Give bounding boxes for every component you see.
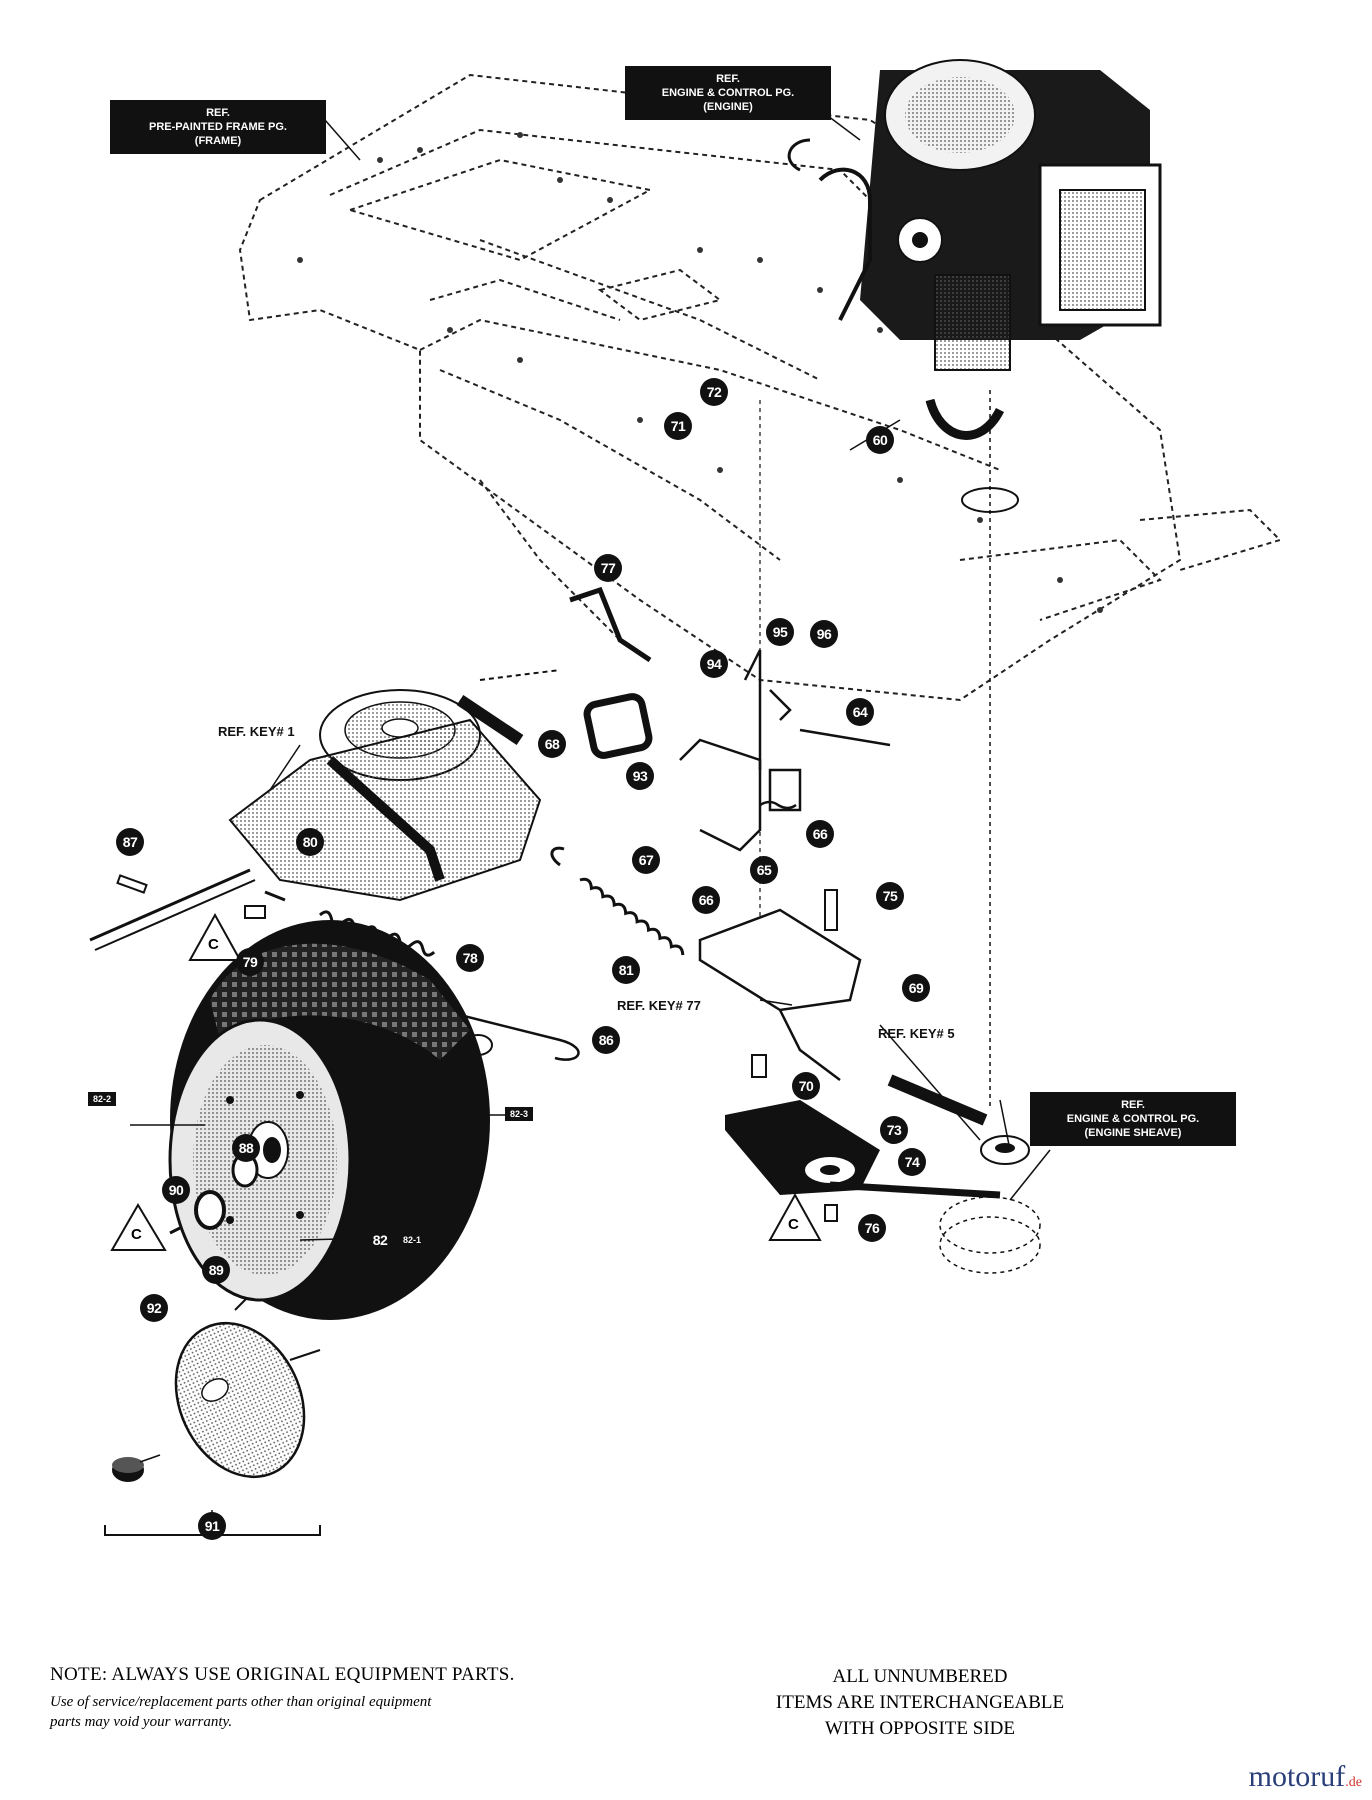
part-badge-69: 69 <box>902 974 930 1002</box>
part-badge-77: 77 <box>594 554 622 582</box>
part-badge-86: 86 <box>592 1026 620 1054</box>
bolts <box>244 889 838 1222</box>
interchangeable-line1: ALL UNNUMBERED <box>832 1666 1008 1687</box>
interchangeable-line3: WITH OPPOSITE SIDE <box>825 1718 1015 1739</box>
caution-letter: C <box>788 1216 799 1233</box>
part-badge-78: 78 <box>456 944 484 972</box>
caution-letter: C <box>131 1226 142 1243</box>
frame-holes <box>297 132 1103 613</box>
part-badge-71: 71 <box>664 412 692 440</box>
engine-drawing <box>787 59 1162 371</box>
engine-sheave-reference-box: REF. ENGINE & CONTROL PG. (ENGINE SHEAVE… <box>1030 1092 1236 1146</box>
part-badge-90: 90 <box>162 1176 190 1204</box>
part-badge-68: 68 <box>538 730 566 758</box>
spring-81-drawing <box>550 846 685 956</box>
ref-key-1-label: REF. KEY# 1 <box>218 724 295 739</box>
part-badge-89: 89 <box>202 1256 230 1284</box>
interchangeable-note: ALL UNNUMBERED ITEMS ARE INTERCHANGEABLE… <box>720 1664 1120 1742</box>
part-badge-79: 79 <box>236 948 264 976</box>
belt-5-drawing <box>887 1074 988 1126</box>
part-badge-92: 92 <box>140 1294 168 1322</box>
part-badge-66: 66 <box>806 820 834 848</box>
caution-letter: C <box>208 936 219 953</box>
frame-reference-box: REF. PRE-PAINTED FRAME PG. (FRAME) <box>110 100 326 154</box>
note-body-line1: Use of service/replacement parts other t… <box>50 1694 432 1710</box>
part-badge-81: 81 <box>612 956 640 984</box>
tag-82-3: 82-3 <box>505 1107 534 1121</box>
part-badge-76: 76 <box>858 1214 886 1242</box>
idler-bracket-69-drawing <box>698 908 862 1012</box>
watermark-main: motoruf <box>1248 1760 1346 1793</box>
note-heading: NOTE: ALWAYS USE ORIGINAL EQUIPMENT PART… <box>50 1664 515 1685</box>
part-badge-82: 82 <box>366 1226 394 1254</box>
part-badge-93: 93 <box>626 762 654 790</box>
watermark-logo: motoruf.de <box>1249 1760 1362 1794</box>
part-badge-74: 74 <box>898 1148 926 1176</box>
equipment-note: NOTE: ALWAYS USE ORIGINAL EQUIPMENT PART… <box>50 1664 690 1732</box>
part-badge-87: 87 <box>116 828 144 856</box>
tag-82-2: 82-2 <box>88 1092 117 1106</box>
caution-triangles <box>110 912 822 1251</box>
part-badge-65: 65 <box>750 856 778 884</box>
part-badge-72: 72 <box>700 378 728 406</box>
part-badge-64: 64 <box>846 698 874 726</box>
tire-drawing <box>168 920 490 1320</box>
rod-86-drawing <box>439 1008 580 1061</box>
part-badge-67: 67 <box>632 846 660 874</box>
lever-assembly-drawing <box>679 649 891 852</box>
part-badge-88: 88 <box>232 1134 260 1162</box>
part-badge-94: 94 <box>700 650 728 678</box>
part-badge-60: 60 <box>866 426 894 454</box>
ref-key-5-label: REF. KEY# 5 <box>878 1026 955 1041</box>
note-body-line2: parts may void your warranty. <box>50 1714 233 1730</box>
engine-reference-box: REF. ENGINE & CONTROL PG. (ENGINE) <box>625 66 831 120</box>
hubcap-drawing <box>112 1297 321 1482</box>
part-badge-95: 95 <box>766 618 794 646</box>
interchangeable-line2: ITEMS ARE INTERCHANGEABLE <box>775 1692 1065 1713</box>
tag-82-1: 82-1 <box>398 1233 427 1247</box>
guide-68-drawing <box>583 693 653 759</box>
part-badge-66: 66 <box>692 886 720 914</box>
part-badge-80: 80 <box>296 828 324 856</box>
belt-guide-drawing <box>925 398 1005 440</box>
transaxle-drawing <box>89 669 561 951</box>
watermark-suffix: .de <box>1345 1775 1362 1790</box>
part-badge-73: 73 <box>880 1116 908 1144</box>
engine-sheave-drawing <box>939 1135 1041 1274</box>
part-badge-70: 70 <box>792 1072 820 1100</box>
part-badge-91: 91 <box>198 1512 226 1540</box>
idler-arm-drawing <box>725 1100 1001 1199</box>
part-badge-96: 96 <box>810 620 838 648</box>
bracket-77-drawing <box>569 586 652 663</box>
part-badge-75: 75 <box>876 882 904 910</box>
ref-key-77-label: REF. KEY# 77 <box>617 998 701 1013</box>
